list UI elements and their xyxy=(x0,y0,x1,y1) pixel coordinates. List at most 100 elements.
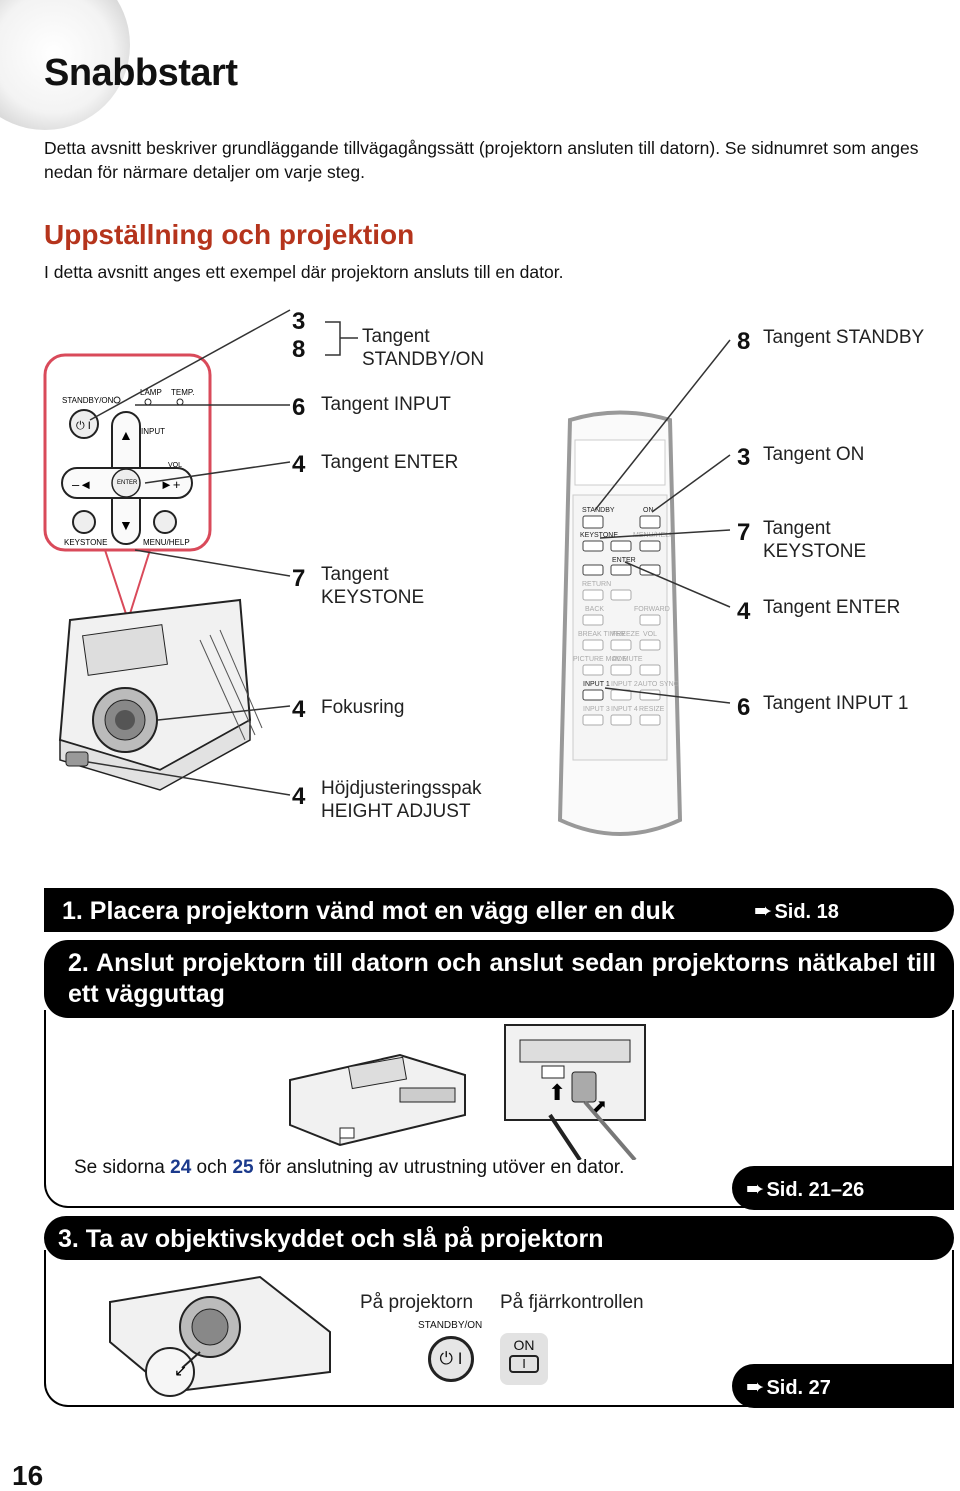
step-3-bar: 3. Ta av objektivskyddet och slå på proj… xyxy=(44,1216,954,1260)
remote-on-label: ON xyxy=(643,507,654,514)
step-2-bar: 2. Anslut projektorn till datorn och ans… xyxy=(44,940,954,1018)
note-pre: Se sidorna xyxy=(74,1157,171,1178)
callout-label: Tangent ENTER xyxy=(321,452,459,473)
note-mid: och xyxy=(191,1157,233,1178)
page-title: Snabbstart xyxy=(44,52,238,94)
on-button[interactable]: ON I xyxy=(500,1333,548,1385)
intro-text: Detta avsnitt beskriver grundläggande ti… xyxy=(44,138,919,182)
panel-standby-label: STANDBY/ON xyxy=(62,396,114,405)
panel-input-label: INPUT xyxy=(141,427,165,436)
callout-label-standby-on: Tangent STANDBY/ON xyxy=(362,326,485,370)
callout-num-3: 3 xyxy=(292,308,306,335)
callout-label: Tangent KEYSTONE xyxy=(763,518,867,562)
remote-back-label: BACK xyxy=(585,606,604,613)
callout-label: Tangent STANDBY xyxy=(763,327,925,348)
step-1-title: 1. Placera projektorn vänd mot en vägg e… xyxy=(62,897,675,925)
step-3-ref-text: Sid. 27 xyxy=(766,1377,831,1399)
callout-num: 4 xyxy=(292,696,306,723)
remote-resize-label: RESIZE xyxy=(639,706,665,713)
callout-num-8: 8 xyxy=(292,336,306,363)
panel-menu-icon xyxy=(153,510,177,534)
panel-keystone-icon xyxy=(72,510,96,534)
panel-enter-label: ENTER xyxy=(117,480,138,486)
step-3-title: 3. Ta av objektivskyddet och slå på proj… xyxy=(58,1225,604,1253)
panel-down-icon: ▼ xyxy=(119,517,133,533)
callout-num: 6 xyxy=(737,694,751,721)
callout-label: Tangent INPUT 1 xyxy=(763,693,909,714)
step-2-box xyxy=(44,1010,954,1208)
projector-remote-illustration: STANDBY/ON LAMP TEMP. ⏻ I ▲ ▼ –◄ ►+ ENTE… xyxy=(43,309,731,836)
arrow-right-icon: ➨ xyxy=(746,1374,765,1399)
callout-num: 4 xyxy=(292,451,306,478)
note-page-25[interactable]: 25 xyxy=(232,1157,254,1178)
plug-arrow-icon-2: ⬈ xyxy=(592,1096,607,1116)
panel-lamp-label: LAMP xyxy=(140,388,162,397)
remote-forward-label: FORWARD xyxy=(634,606,670,613)
remote-avmute-label: AV MUTE xyxy=(612,656,643,663)
on-remote-label: På fjärrkontrollen xyxy=(500,1292,644,1313)
svg-text:⏻ I: ⏻ I xyxy=(76,420,91,432)
step-2-note: Se sidorna 24 och 25 för anslutning av u… xyxy=(74,1156,694,1180)
callout-num: 7 xyxy=(737,519,751,546)
step-3-box xyxy=(44,1250,954,1407)
remote-picture-label: PICTURE MODE xyxy=(573,656,627,663)
callout-num: 7 xyxy=(292,565,306,592)
section-title: Uppställning och projektion xyxy=(44,219,415,250)
remote-input2-label: INPUT 2 xyxy=(611,681,638,688)
panel-keystone-label: KEYSTONE xyxy=(64,538,107,547)
plug-arrow-icon: ⬆ xyxy=(548,1080,566,1105)
remote-break-label: BREAK TIMER xyxy=(578,631,625,638)
remote-freeze-label: FREEZE xyxy=(612,631,640,638)
callout-num: 4 xyxy=(292,783,306,810)
remote-autosync-label: AUTO SYNC xyxy=(638,681,679,688)
note-page-24[interactable]: 24 xyxy=(170,1157,192,1178)
step-1-ref[interactable]: ➨Sid. 18 xyxy=(740,888,839,932)
power-icon: ⏻ I xyxy=(439,1349,463,1368)
remote-vol-label: VOL xyxy=(643,631,657,638)
step-2-ref-text: Sid. 21–26 xyxy=(766,1179,865,1201)
leader-lines xyxy=(87,309,731,796)
remote-standby-label: STANDBY xyxy=(582,507,615,514)
power-socket-icon xyxy=(339,1127,355,1139)
step-3-ref[interactable]: ➨Sid. 27 xyxy=(732,1364,954,1408)
panel-left-icon: –◄ xyxy=(72,477,92,492)
connection-illustration: ⬆ ⬈ xyxy=(289,1024,646,1160)
vga-connector-icon xyxy=(571,1071,597,1103)
on-projector-label: På projektorn xyxy=(360,1292,474,1313)
remote-control: STANDBY ON KEYSTONE MENU/HELP ENTER RETU… xyxy=(557,410,683,836)
page-number: 16 xyxy=(12,1460,44,1491)
height-adjust-icon xyxy=(65,751,89,767)
callout-label: Tangent ENTER xyxy=(763,597,901,618)
lens-cap-illustration: ↙ xyxy=(109,1275,331,1397)
power-button[interactable]: ⏻ I xyxy=(428,1336,474,1382)
lens-cap-icon xyxy=(145,1347,195,1397)
remote-enter-label: ENTER xyxy=(612,557,636,564)
on-button-label: ON xyxy=(513,1337,535,1353)
callout-label: Höjdjusteringsspak HEIGHT ADJUST xyxy=(321,778,482,822)
panel-menu-label: MENU/HELP xyxy=(143,538,190,547)
callout-label: Fokusring xyxy=(321,697,405,718)
callout-label: Tangent KEYSTONE xyxy=(321,564,425,608)
callout-num: 8 xyxy=(737,328,751,355)
projector-body xyxy=(58,598,263,791)
callout-num: 6 xyxy=(292,394,306,421)
remote-return-label: RETURN xyxy=(582,581,611,588)
panel-vol-label: VOL xyxy=(168,462,182,469)
panel-power-icon xyxy=(69,409,99,439)
arrow-right-icon: ➨ xyxy=(746,1176,765,1201)
note-post: för anslutning av utrustning utöver en d… xyxy=(253,1157,625,1178)
panel-up-icon: ▲ xyxy=(119,427,133,443)
callout-label: Tangent INPUT xyxy=(321,394,451,415)
step-2-ref[interactable]: ➨Sid. 21–26 xyxy=(732,1166,954,1210)
standby-on-caption: STANDBY/ON xyxy=(418,1320,483,1331)
remote-input3-label: INPUT 3 xyxy=(583,706,610,713)
panel-temp-label: TEMP. xyxy=(171,388,194,397)
callout-num: 4 xyxy=(737,598,751,625)
svg-text:↙: ↙ xyxy=(174,1363,187,1380)
section-intro: I detta avsnitt anges ett exempel där pr… xyxy=(44,262,564,282)
remote-menu-label: MENU/HELP xyxy=(633,532,674,539)
callout-num: 3 xyxy=(737,444,751,471)
remote-input1-label: INPUT 1 xyxy=(583,681,610,688)
remote-keystone-label: KEYSTONE xyxy=(580,532,618,539)
on-button-icon: I xyxy=(509,1355,539,1373)
